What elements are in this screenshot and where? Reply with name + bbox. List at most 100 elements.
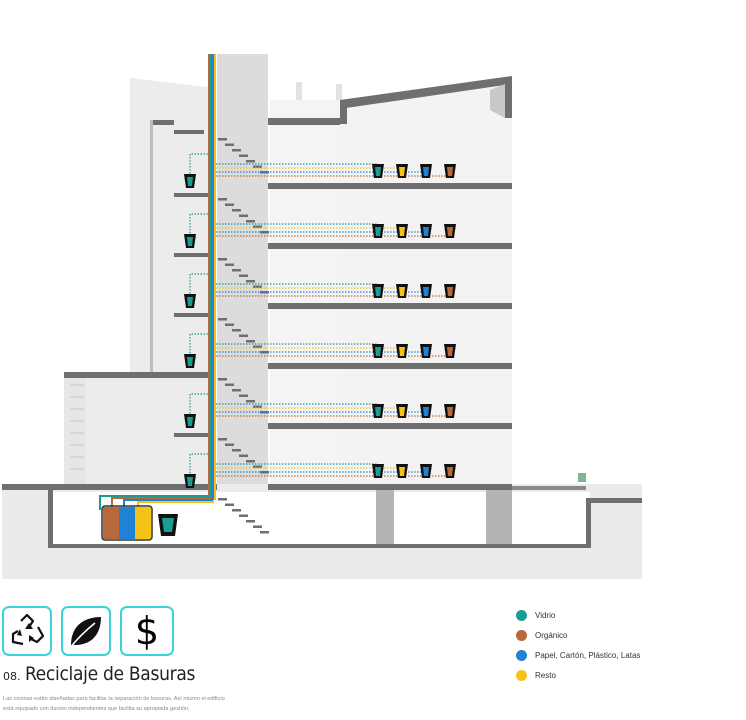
stair-step <box>218 198 227 201</box>
section-number: 08. <box>3 670 21 683</box>
waste-bin <box>420 344 432 358</box>
waste-bin <box>396 224 408 238</box>
recycle-icon-box <box>2 606 52 656</box>
waste-bin <box>444 224 456 238</box>
stair-step <box>260 531 269 534</box>
stair-step <box>218 258 227 261</box>
legend-swatch-paper <box>516 649 527 661</box>
stair-step <box>253 165 262 168</box>
stair-step <box>246 280 255 283</box>
left-duct-link-line <box>189 273 208 294</box>
waste-bin <box>420 284 432 298</box>
stair-step <box>225 503 234 506</box>
stair-step <box>232 389 241 392</box>
legend-item-rest: Resto <box>516 665 640 685</box>
stair-step <box>232 509 241 512</box>
waste-bin <box>444 284 456 298</box>
legend-swatch-rest <box>516 669 527 681</box>
stair-step <box>246 220 255 223</box>
stair-step <box>239 214 248 217</box>
waste-bin <box>444 404 456 418</box>
dollar-icon-box: $ <box>120 606 174 656</box>
stair-step <box>253 225 262 228</box>
legend: Vidrio Orgánico Papel, Cartón, Plástico,… <box>516 605 640 685</box>
stair-step <box>225 383 234 386</box>
left-floor-slab <box>174 253 216 257</box>
stair-step <box>253 465 262 468</box>
building-section-diagram <box>2 54 642 579</box>
stair-step <box>218 318 227 321</box>
legend-swatch-organic <box>516 629 527 641</box>
stair-step <box>239 394 248 397</box>
waste-bin <box>396 464 408 478</box>
legend-label-glass: Vidrio <box>535 610 556 620</box>
waste-bin <box>420 164 432 178</box>
floor-slab <box>268 423 512 429</box>
left-floor-slab <box>174 130 204 134</box>
waste-bin <box>420 404 432 418</box>
left-floor-slab <box>174 313 216 317</box>
dollar-icon: $ <box>134 609 160 653</box>
stair-step <box>253 405 262 408</box>
leaf-icon-box <box>61 606 111 656</box>
legend-swatch-glass <box>516 609 527 621</box>
legend-item-paper: Papel, Cartón, Plástico, Latas <box>516 645 640 665</box>
floor-recycling-3 <box>184 273 456 308</box>
left-duct-link-line <box>189 213 208 234</box>
left-floor-slab <box>174 193 216 197</box>
stair-step <box>225 443 234 446</box>
floor-recycling-1 <box>184 153 456 188</box>
stair-step <box>253 345 262 348</box>
waste-bin <box>372 404 384 418</box>
waste-bin <box>396 284 408 298</box>
stair-step <box>232 449 241 452</box>
stair-step <box>246 340 255 343</box>
left-glass-bin <box>184 234 196 248</box>
left-glass-bin <box>184 294 196 308</box>
legend-label-paper: Papel, Cartón, Plástico, Latas <box>535 650 641 660</box>
waste-bin <box>444 344 456 358</box>
left-duct-link-line <box>189 393 208 414</box>
left-glass-bin <box>184 414 196 428</box>
stair-step <box>246 400 255 403</box>
stair-step <box>239 454 248 457</box>
waste-bin <box>444 464 456 478</box>
stair-step <box>253 525 262 528</box>
stair-step <box>225 323 234 326</box>
stair-step <box>232 149 241 152</box>
left-glass-bin <box>184 354 196 368</box>
stair-step <box>239 274 248 277</box>
stair-step <box>225 203 234 206</box>
waste-bin <box>372 284 384 298</box>
floor-slab <box>268 243 512 249</box>
stair-step <box>225 263 234 266</box>
left-floor-slab <box>174 373 216 377</box>
floor-slab <box>268 363 512 369</box>
stair-step <box>232 329 241 332</box>
stair-step <box>218 498 227 501</box>
floor-recycling-6 <box>184 453 456 488</box>
stair-step <box>246 520 255 523</box>
recycle-icon <box>11 613 45 646</box>
waste-bin <box>396 344 408 358</box>
stair-step <box>246 160 255 163</box>
left-duct-link-line <box>189 153 208 174</box>
leaf-icon <box>68 617 101 650</box>
waste-bin <box>372 224 384 238</box>
stair-step <box>225 143 234 146</box>
waste-bin <box>420 464 432 478</box>
left-glass-bin <box>184 174 196 188</box>
floor-recycling-5 <box>184 393 456 428</box>
floor-recycling-2 <box>184 213 456 248</box>
stair-step <box>218 438 227 441</box>
section-description: Las cocinas están diseñadas para facilit… <box>3 696 225 712</box>
waste-bin <box>396 164 408 178</box>
stair-step <box>232 269 241 272</box>
legend-item-glass: Vidrio <box>516 605 640 625</box>
stair-step <box>239 334 248 337</box>
section-title-text: Reciclaje de Basuras <box>24 663 196 685</box>
left-floor-slab <box>174 433 216 437</box>
stair-step <box>218 138 227 141</box>
stair-step <box>253 285 262 288</box>
floor-slab <box>268 303 512 309</box>
